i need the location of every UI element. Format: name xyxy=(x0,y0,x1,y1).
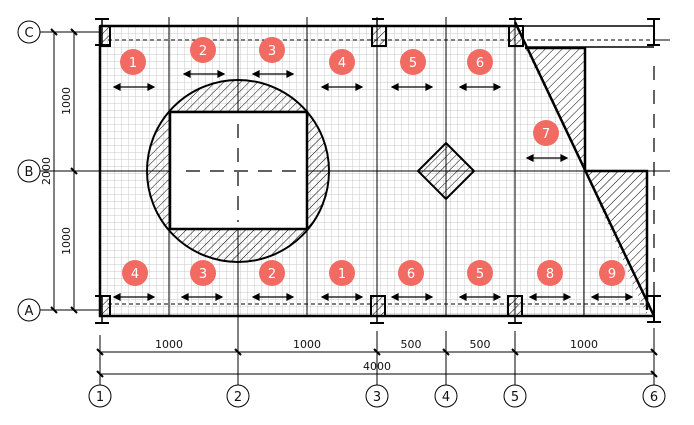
col-axis-label-2: 2 xyxy=(234,390,242,405)
diagonal-edge xyxy=(513,21,656,317)
arrow-top-1 xyxy=(112,83,156,91)
svg-text:7: 7 xyxy=(542,127,550,142)
row-axes xyxy=(17,20,100,322)
circular-opening xyxy=(146,79,330,263)
arrow-top-3 xyxy=(251,70,295,78)
col-axis-label-5: 5 xyxy=(511,390,519,405)
arrow-bot-5 xyxy=(458,293,502,301)
col-axis-label-3: 3 xyxy=(373,390,381,405)
arrow-bot-3 xyxy=(180,293,224,301)
panel-label-bot-6: 6 xyxy=(398,260,424,286)
column-A5 xyxy=(507,295,523,324)
beam-dashed-lines xyxy=(108,39,654,305)
arrow-bot-8 xyxy=(528,293,572,301)
panel-label-top-5: 5 xyxy=(400,49,426,75)
dim-vertical-upper: 1000 xyxy=(60,87,73,115)
panel-label-top-6: 6 xyxy=(467,49,493,75)
svg-text:1: 1 xyxy=(129,56,137,71)
svg-text:4: 4 xyxy=(338,56,346,71)
row-axis-label-C: C xyxy=(24,26,33,41)
column-C5 xyxy=(508,18,524,47)
panel-label-top-2: 2 xyxy=(190,37,216,63)
arrow-bot-4 xyxy=(112,293,156,301)
arrow-mid-7 xyxy=(525,154,569,162)
arrow-bot-1 xyxy=(320,293,364,301)
svg-text:2: 2 xyxy=(268,267,276,282)
panel-label-bot-1: 1 xyxy=(329,260,355,286)
column-A3 xyxy=(370,295,386,324)
dim-2-3: 1000 xyxy=(293,338,321,351)
row-axis-label-B: B xyxy=(25,165,34,180)
dim-total: 4000 xyxy=(363,360,391,373)
dim-4-5: 500 xyxy=(470,338,491,351)
panel-label-bot-5: 5 xyxy=(467,260,493,286)
top-beam-right xyxy=(515,25,670,48)
panel-label-bot-4: 4 xyxy=(122,260,148,286)
arrow-top-4 xyxy=(320,83,364,91)
arrow-top-6 xyxy=(458,83,502,91)
panel-label-bot-9: 9 xyxy=(599,260,625,286)
panel-label-bot-3: 3 xyxy=(190,260,216,286)
svg-text:3: 3 xyxy=(199,267,207,282)
svg-text:4: 4 xyxy=(131,267,139,282)
panel-label-bot-2: 2 xyxy=(259,260,285,286)
row-axis-label-A: A xyxy=(25,304,34,319)
dim-1-2: 1000 xyxy=(155,338,183,351)
panel-label-top-4: 4 xyxy=(329,49,355,75)
arrow-bot-9 xyxy=(590,293,634,301)
steel-columns xyxy=(95,18,661,324)
col-axis-label-4: 4 xyxy=(442,390,450,405)
svg-text:9: 9 xyxy=(608,267,616,282)
svg-text:8: 8 xyxy=(546,267,554,282)
svg-text:6: 6 xyxy=(407,267,415,282)
arrow-bot-2 xyxy=(251,293,295,301)
panel-labels: 1 2 3 4 5 6 7 4 3 2 1 6 5 8 9 xyxy=(120,37,625,286)
column-C3 xyxy=(371,18,387,47)
arrow-bot-6 xyxy=(390,293,434,301)
svg-text:1: 1 xyxy=(338,267,346,282)
column-A6 xyxy=(647,295,661,323)
dim-vertical-lower: 1000 xyxy=(60,227,73,255)
col-axis-label-1: 1 xyxy=(96,390,104,405)
arrow-top-5 xyxy=(390,83,434,91)
dim-vertical-total: 2000 xyxy=(40,157,53,185)
svg-text:5: 5 xyxy=(409,56,417,71)
diamond-opening xyxy=(416,141,476,201)
dim-3-4: 500 xyxy=(401,338,422,351)
svg-text:5: 5 xyxy=(476,267,484,282)
svg-text:2: 2 xyxy=(199,44,207,59)
column-A1 xyxy=(95,295,111,324)
svg-text:3: 3 xyxy=(268,44,276,59)
panel-label-top-1: 1 xyxy=(120,49,146,75)
column-axes xyxy=(88,316,666,408)
panel-label-bot-8: 8 xyxy=(537,260,563,286)
column-C1 xyxy=(95,18,111,47)
hatched-region-lower xyxy=(585,171,647,316)
panel-label-top-3: 3 xyxy=(259,37,285,63)
col-axis-label-6: 6 xyxy=(650,390,658,405)
dim-5-6: 1000 xyxy=(570,338,598,351)
arrow-top-2 xyxy=(182,70,226,78)
span-arrows xyxy=(112,70,634,301)
panel-label-mid-7: 7 xyxy=(533,120,559,146)
svg-text:6: 6 xyxy=(476,56,484,71)
column-C6 xyxy=(647,18,660,46)
